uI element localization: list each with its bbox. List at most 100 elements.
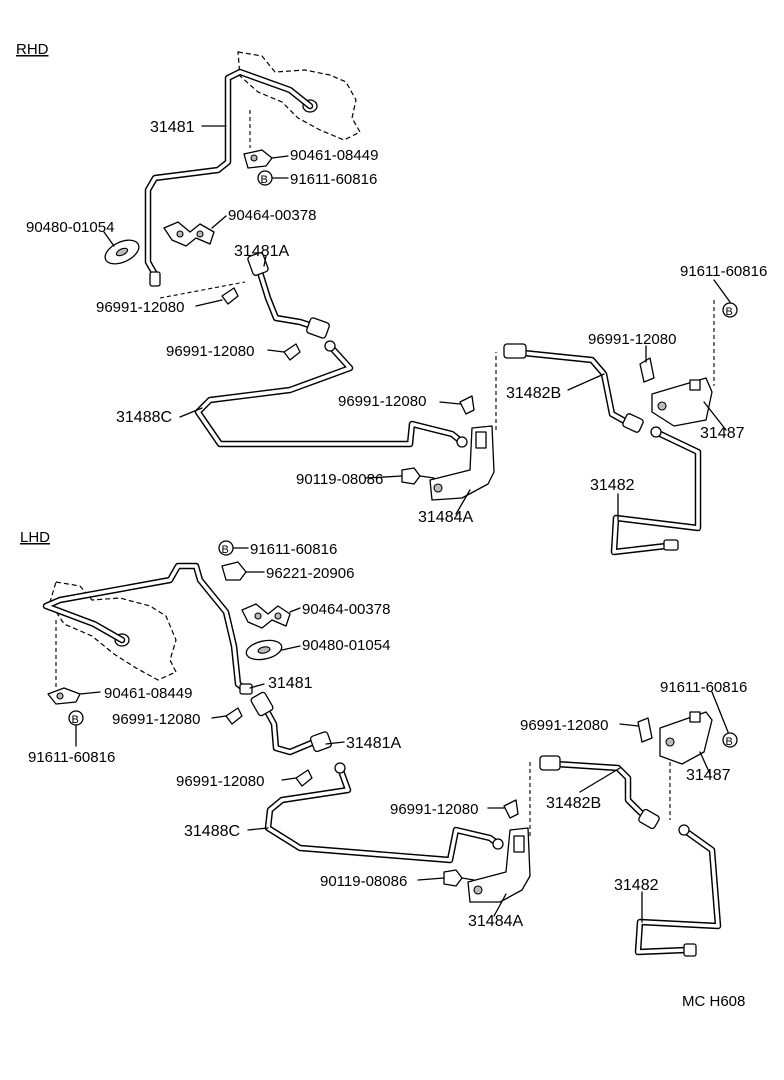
rhd-tube-31482: [610, 426, 702, 556]
rhd-tube-31488C: [194, 340, 468, 448]
rhd-label-90461-08449: 90461-08449: [290, 147, 378, 164]
rhd-leader: [211, 215, 227, 229]
lhd-label-31484A: 31484A: [468, 913, 523, 930]
rhd-leader: [103, 231, 115, 247]
rhd-tube-31481: [144, 68, 314, 280]
lhd-leader: [79, 691, 101, 695]
lhd-label-96991-12080-c: 96991-12080: [520, 717, 608, 734]
lhd-leader: [211, 715, 227, 719]
lhd-hose-31482B: [539, 755, 660, 830]
lhd-tube-end-fitting: [239, 683, 253, 695]
rhd-bolt-90119: [401, 467, 435, 485]
lhd-label-31482: 31482: [614, 877, 659, 894]
rhd-label-96991-12080-d: 96991-12080: [588, 331, 676, 348]
rhd-label-31484A: 31484A: [418, 509, 473, 526]
lhd-label-96221-20906: 96221-20906: [266, 565, 354, 582]
rhd-bolt-marker-b-text: B: [726, 306, 733, 318]
lhd-bolt-90119: [443, 869, 475, 887]
diagram-code: MC H608: [682, 993, 745, 1010]
lhd-bolt-marker-b: B: [722, 732, 738, 748]
rhd-leader: [455, 489, 471, 515]
lhd-label-90461-08449: 90461-08449: [104, 685, 192, 702]
lhd-grommet-90480: [245, 639, 283, 661]
rhd-label-31482: 31482: [590, 477, 635, 494]
lhd-label-96991-12080-d: 96991-12080: [390, 801, 478, 818]
rhd-leader: [365, 475, 403, 479]
rhd-leader: [267, 349, 285, 353]
lhd-leader: [417, 877, 445, 881]
lhd-label-90480-01054: 90480-01054: [302, 637, 390, 654]
lhd-leader: [325, 741, 345, 745]
lhd-clip-96991-d: [503, 799, 519, 819]
lhd-leader: [493, 893, 507, 917]
rhd-clip-96991-c: [459, 395, 475, 415]
lhd-label-96991-12080-a: 96991-12080: [112, 711, 200, 728]
rhd-label-96991-12080-b: 96991-12080: [166, 343, 254, 360]
lhd-label-96991-12080-b: 96991-12080: [176, 773, 264, 790]
lhd-bolt-marker-b-text: B: [72, 714, 79, 726]
lhd-label-90464-00378: 90464-00378: [302, 601, 390, 618]
lhd-clip-96991-b: [295, 769, 313, 787]
rhd-header: RHD: [16, 41, 49, 58]
rhd-label-31481: 31481: [150, 119, 195, 136]
rhd-bracket-31487: [651, 377, 713, 427]
lhd-leader: [281, 645, 301, 651]
lhd-bolt-marker-b-text: B: [726, 736, 733, 748]
lhd-tube-31482: [634, 824, 722, 957]
rhd-bolt-marker-b-text: B: [261, 174, 268, 186]
lhd-clip-96991-a: [225, 707, 243, 725]
rhd-clamp-90461: [243, 149, 273, 169]
lhd-tube-31488C: [264, 762, 504, 864]
lhd-section: LHD B B: [20, 529, 747, 957]
lhd-leader: [289, 607, 301, 613]
rhd-label-31488C: 31488C: [116, 409, 172, 426]
lhd-leader: [281, 777, 297, 781]
lhd-label-91611-60816-left: 91611-60816: [28, 749, 115, 766]
rhd-label-90119-08086: 90119-08086: [296, 471, 383, 488]
lhd-leader: [249, 683, 265, 689]
rhd-tube-end-fitting: [149, 271, 161, 287]
lhd-label-91611-60816-right: 91611-60816: [660, 679, 747, 696]
rhd-leader: [567, 373, 605, 391]
rhd-label-91611-60816: 91611-60816: [290, 171, 377, 188]
lhd-tube-31481: [42, 562, 250, 694]
rhd-bracket-31484A: [429, 425, 495, 501]
rhd-clip-96991-d: [639, 357, 655, 383]
lhd-clip-96991-c: [637, 717, 653, 743]
lhd-label-31481: 31481: [268, 675, 313, 692]
lhd-hose-31481A: [250, 691, 332, 756]
lhd-clamp-set-90464: [241, 603, 291, 629]
rhd-grommet-90480: [104, 239, 140, 265]
lhd-clamp-90461: [47, 687, 81, 705]
rhd-label-91611-60816-right: 91611-60816: [680, 263, 767, 280]
lhd-bolt-marker-b: B: [218, 540, 234, 556]
lhd-label-31482B: 31482B: [546, 795, 601, 812]
lhd-label-31487: 31487: [686, 767, 731, 784]
rhd-leader: [703, 401, 727, 431]
lhd-bracket-31487: [659, 711, 713, 765]
lhd-label-90119-08086: 90119-08086: [320, 873, 407, 890]
rhd-leader: [713, 279, 731, 303]
lhd-bolt-marker-b-text: B: [222, 544, 229, 556]
rhd-bolt-marker-b: B: [722, 302, 738, 318]
rhd-label-90464-00378: 90464-00378: [228, 207, 316, 224]
rhd-label-31487: 31487: [700, 425, 745, 442]
rhd-label-31482B: 31482B: [506, 385, 561, 402]
lhd-label-91611-60816-top: 91611-60816: [250, 541, 337, 558]
rhd-clip-96991-b: [283, 343, 301, 361]
lhd-clamp-96221: [221, 561, 247, 581]
rhd-dashed-guide: [159, 281, 246, 299]
lhd-label-31481A: 31481A: [346, 735, 401, 752]
rhd-label-96991-12080-a: 96991-12080: [96, 299, 184, 316]
lhd-leader: [699, 751, 711, 775]
rhd-leader: [271, 155, 289, 159]
rhd-clip-96991-a: [221, 287, 239, 305]
lhd-header: LHD: [20, 529, 50, 546]
rhd-label-31481A: 31481A: [234, 243, 289, 260]
lhd-leader: [579, 767, 621, 793]
lhd-bracket-31484A: [467, 827, 531, 903]
rhd-leader: [195, 299, 223, 307]
rhd-leader: [179, 407, 203, 418]
lhd-master-cylinder: [49, 581, 177, 681]
